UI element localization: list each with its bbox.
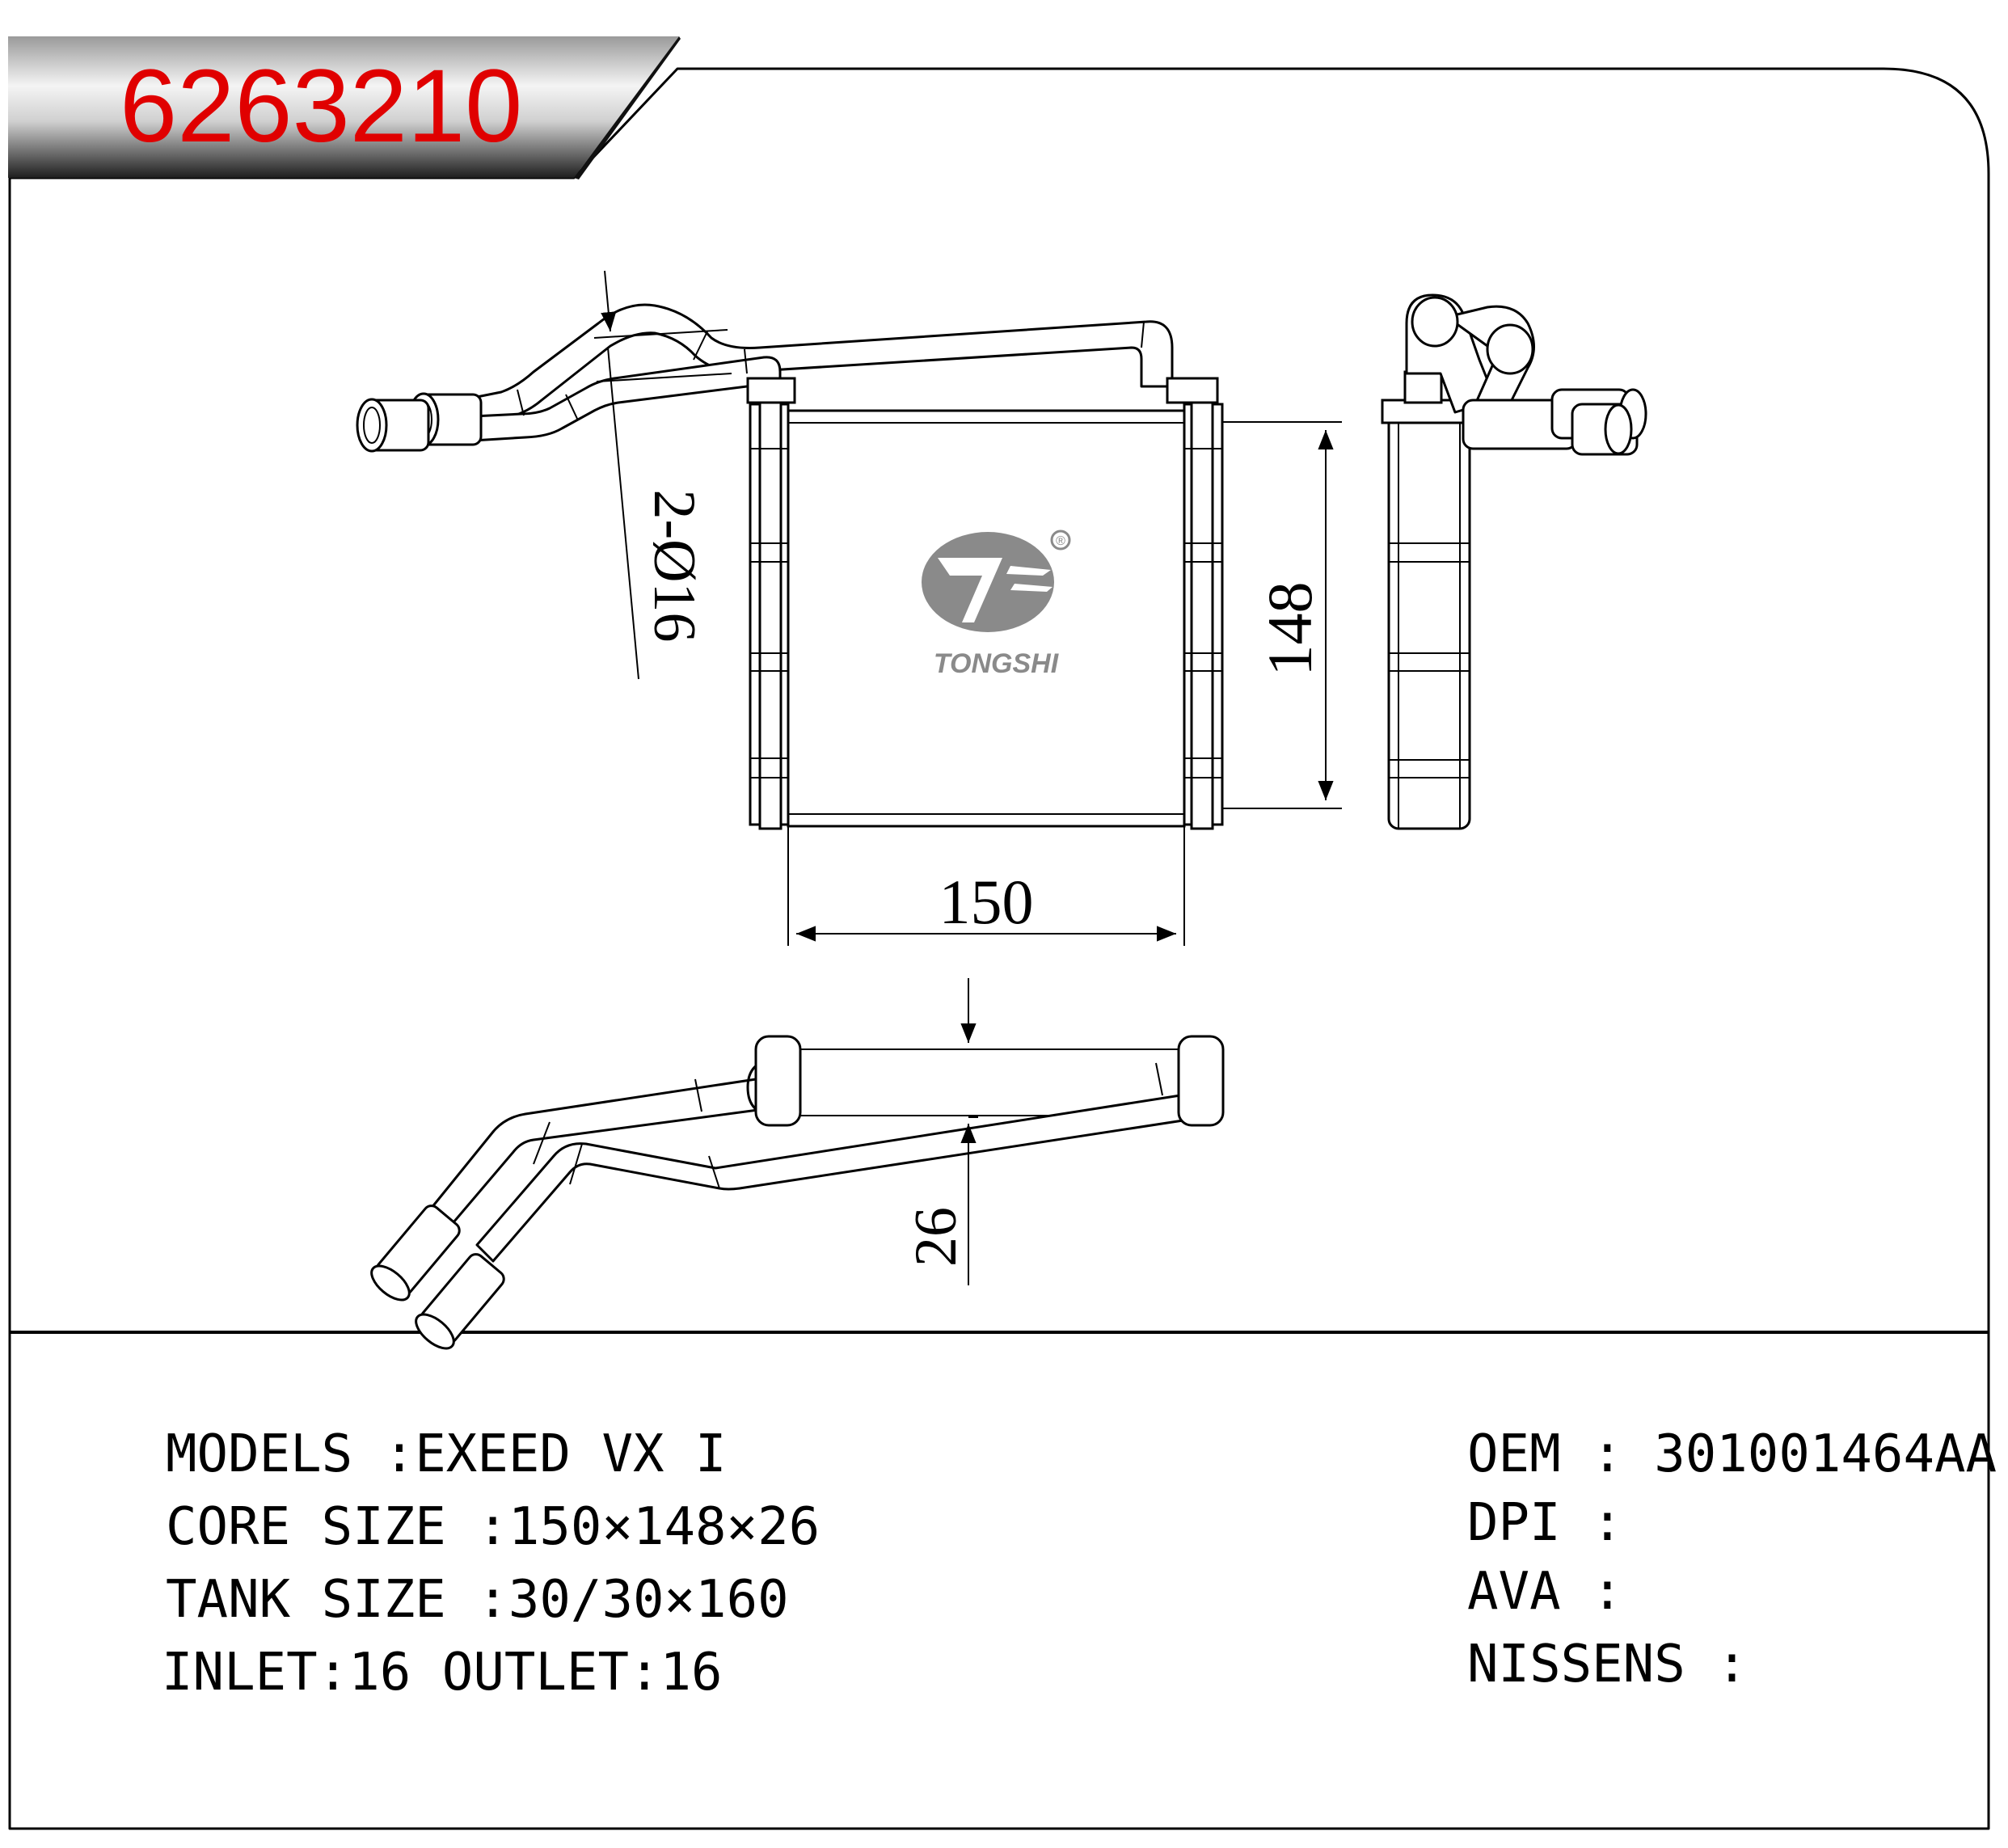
spec-dpi: DPI : xyxy=(1467,1493,1623,1553)
pipes-front xyxy=(356,303,1219,453)
spec-inlet-outlet: INLET:16 OUTLET:16 xyxy=(162,1643,723,1702)
part-number-banner: 6263210 xyxy=(8,36,681,179)
side-view xyxy=(1381,293,1647,830)
depth-label: 26 xyxy=(903,1207,969,1267)
spec-ava: AVA : xyxy=(1467,1562,1623,1622)
spec-tank-size: TANK SIZE :30/30×160 xyxy=(166,1570,789,1630)
pipe-diameter-callout: 2-Ø16 xyxy=(593,270,732,680)
height-label: 148 xyxy=(1255,582,1325,677)
registered-mark: ® xyxy=(1056,534,1065,548)
specs-right: OEM : 301001464AA DPI : AVA : NISSENS : xyxy=(1467,1424,1997,1694)
specs-left: MODELS :EXEED VX I CORE SIZE :150×148×26… xyxy=(162,1424,820,1702)
outer-frame xyxy=(8,67,1990,1830)
front-view: ® TONGSHI 150 148 2-Ø16 xyxy=(356,270,1342,946)
part-number: 6263210 xyxy=(120,49,522,164)
width-dimension: 150 xyxy=(787,826,1185,946)
right-tank xyxy=(1183,399,1224,830)
logo-text: TONGSHI xyxy=(934,648,1060,679)
height-dimension: 148 xyxy=(1222,421,1342,809)
width-label: 150 xyxy=(939,867,1034,937)
top-view: 26 xyxy=(370,978,1225,1350)
spec-nissens: NISSENS : xyxy=(1467,1635,1748,1694)
tongshi-logo: ® TONGSHI xyxy=(922,530,1071,679)
left-tank xyxy=(749,399,790,830)
spec-oem: OEM : 301001464AA xyxy=(1467,1424,1997,1484)
outlet-nozzle xyxy=(356,398,430,453)
spec-models: MODELS :EXEED VX I xyxy=(166,1424,727,1484)
spec-core-size: CORE SIZE :150×148×26 xyxy=(166,1497,820,1557)
pipe-callout-label: 2-Ø16 xyxy=(641,489,707,642)
